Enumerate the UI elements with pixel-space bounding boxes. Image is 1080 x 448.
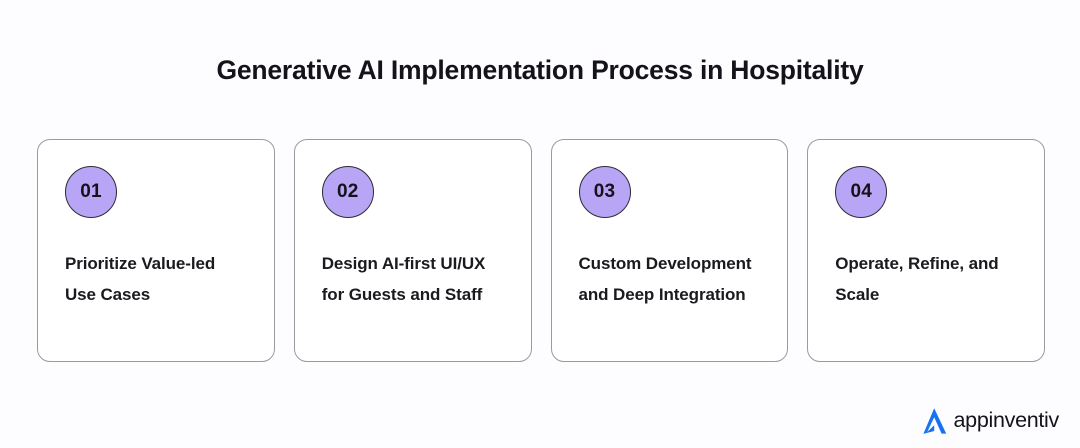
brand-logo: appinventiv: [916, 403, 1059, 439]
step-card-03: 03 Custom Development and Deep Integrati…: [550, 139, 789, 362]
steps-row: 01 Prioritize Value-led Use Cases 02 Des…: [37, 139, 1045, 362]
page-title: Generative AI Implementation Process in …: [216, 55, 864, 85]
step-card-04: 04 Operate, Refine, and Scale: [807, 139, 1045, 362]
brand-wordmark: appinventiv: [953, 408, 1060, 433]
step-number-badge-04: 04: [835, 166, 888, 218]
step-label-04: Operate, Refine, and Scale: [835, 254, 999, 304]
step-card-01: 01 Prioritize Value-led Use Cases: [37, 139, 275, 362]
step-number-badge-01: 01: [65, 166, 117, 218]
step-label-03: Custom Development and Deep Integration: [578, 254, 752, 304]
step-number-badge-03: 03: [578, 166, 631, 218]
step-label-01: Prioritize Value-led Use Cases: [65, 254, 216, 304]
appinventiv-arrow-a-icon: [922, 408, 946, 434]
step-number-badge-02: 02: [321, 166, 374, 218]
step-card-02: 02 Design AI-first UI/UX for Guests and …: [293, 139, 532, 362]
step-label-02: Design AI-first UI/UX for Guests and Sta…: [321, 254, 486, 304]
